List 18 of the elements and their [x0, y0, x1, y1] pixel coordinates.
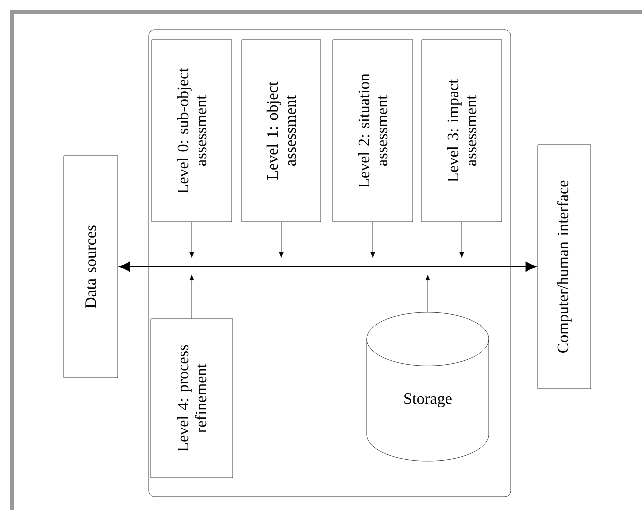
arrow	[426, 275, 430, 312]
arrow	[330, 262, 537, 272]
level-box: Level 3: impact assessment	[422, 40, 502, 222]
arrow	[279, 222, 284, 258]
bus-line	[148, 266, 512, 267]
arrow	[190, 222, 194, 258]
interface-box: Computer/human interface	[538, 144, 592, 390]
arrow	[370, 222, 376, 258]
storage-cylinder: Storage	[366, 312, 490, 462]
arrow	[190, 275, 194, 319]
arrow	[460, 222, 464, 258]
level-box: Level 1: object assessment	[242, 40, 322, 222]
arrow	[119, 262, 330, 272]
container-box	[148, 30, 512, 498]
source-box: Data sources	[64, 156, 118, 378]
level-box: Level 4: process refinement	[150, 318, 234, 478]
level-box: Level 0: sub-object assessment	[152, 40, 232, 222]
level-box: Level 2: situation assessment	[332, 40, 414, 222]
